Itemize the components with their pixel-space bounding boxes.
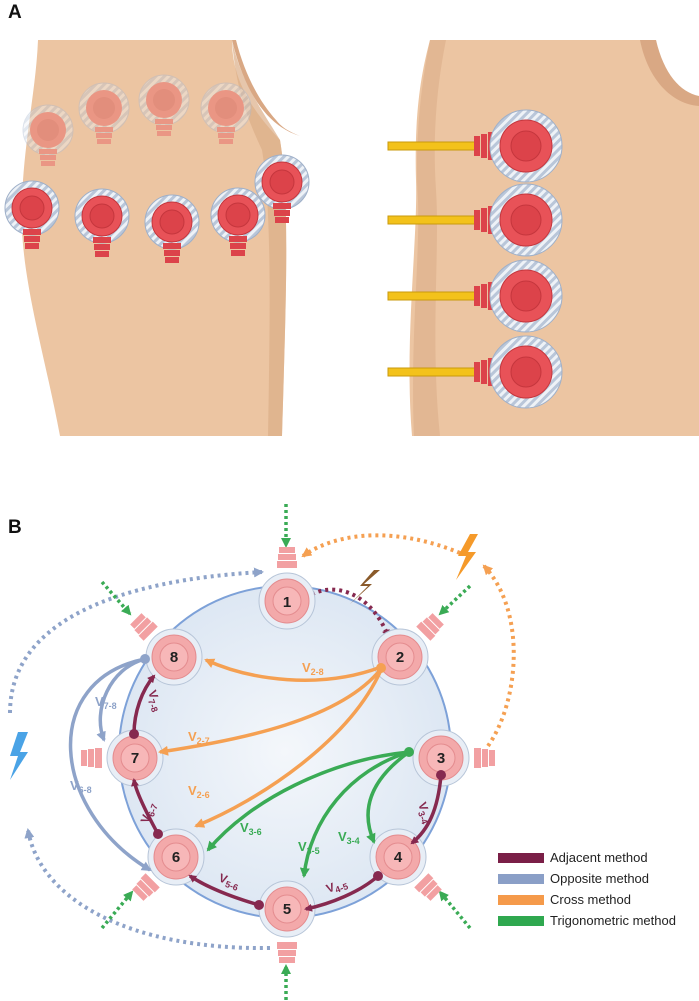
lightning-icon-opposite xyxy=(10,732,28,780)
legend-swatch-opposite xyxy=(498,873,544,884)
electrode-8-label: 8 xyxy=(170,649,178,666)
trig-origin-dot xyxy=(404,747,414,757)
lightning-icon-cross xyxy=(456,534,478,580)
panel-b: 1 2 3 4 5 6 7 8 V2-8 V2-7 V2-6 V7-8 V6-8… xyxy=(8,504,516,1000)
label-v26: V2-6 xyxy=(188,783,210,800)
electrode-5 xyxy=(258,880,316,963)
leg-left-shade xyxy=(232,40,287,436)
electrode-5-label: 5 xyxy=(283,901,291,918)
panel-a-label: A xyxy=(8,2,22,23)
label-v68: V6-8 xyxy=(70,778,92,795)
faded-electrode-row xyxy=(22,74,252,166)
label-v67: V6-7 xyxy=(138,800,160,825)
buttock-right xyxy=(640,40,699,106)
legend-item-opposite: Opposite method xyxy=(498,868,676,889)
panel-b-label: B xyxy=(8,517,22,538)
label-v56: V5-6 xyxy=(216,871,241,893)
opposite-origin-dot xyxy=(140,654,150,664)
adjacent-origin-dots xyxy=(129,729,446,910)
panel-a xyxy=(4,40,699,436)
label-v78-adjacent: V7-8 xyxy=(143,688,165,713)
cross-vectors xyxy=(158,658,383,828)
cross-outer-arcs xyxy=(301,533,516,748)
vector-labels: V2-8 V2-7 V2-6 V7-8 V6-8 V3-6 V3-5 V3-4 xyxy=(70,660,360,856)
trig-input-arrows xyxy=(100,504,472,1000)
legend: Adjacent method Opposite method Cross me… xyxy=(498,847,676,931)
legend-swatch-adjacent xyxy=(498,852,544,863)
electrode-2-label: 2 xyxy=(396,649,404,666)
electrode-7 xyxy=(81,729,164,787)
electrode-1-label: 1 xyxy=(283,594,291,611)
label-v28: V2-8 xyxy=(302,660,324,677)
legend-swatch-trig xyxy=(498,915,544,926)
legend-swatch-cross xyxy=(498,894,544,905)
legend-label-trig: Trigonometric method xyxy=(550,913,676,928)
electrode-1 xyxy=(258,547,316,630)
electrode-3-label: 3 xyxy=(437,750,445,767)
electrode-8 xyxy=(130,613,203,686)
opposite-vectors xyxy=(68,657,152,872)
label-v27: V2-7 xyxy=(188,729,210,746)
label-v34-trig: V3-4 xyxy=(338,829,360,846)
legend-label-cross: Cross method xyxy=(550,892,631,907)
legend-label-opposite: Opposite method xyxy=(550,871,650,886)
electrode-row-left xyxy=(4,154,310,263)
lightning-icon-adjacent xyxy=(350,570,380,604)
electrode-2 xyxy=(371,613,444,686)
legend-item-trig: Trigonometric method xyxy=(498,910,676,931)
leg-right-shade xyxy=(413,40,446,436)
adjacent-vectors xyxy=(131,674,443,912)
opposite-outer-arcs xyxy=(8,567,271,951)
trig-vectors xyxy=(206,750,411,878)
label-v78-opposite: V7-8 xyxy=(95,694,117,711)
electrode-6-label: 6 xyxy=(172,849,180,866)
label-v35: V3-5 xyxy=(298,839,320,856)
label-v36: V3-6 xyxy=(240,820,262,837)
legend-item-cross: Cross method xyxy=(498,889,676,910)
legend-label-adjacent: Adjacent method xyxy=(550,850,648,865)
legend-item-adjacent: Adjacent method xyxy=(498,847,676,868)
side-electrodes xyxy=(387,109,563,409)
electrode-3 xyxy=(412,729,495,787)
electrode-4-label: 4 xyxy=(394,849,403,866)
electrode-7-label: 7 xyxy=(131,750,139,767)
electrode-6 xyxy=(132,828,205,901)
electrode-numbers: 1 2 3 4 5 6 7 8 xyxy=(131,594,445,918)
cross-origin-dot xyxy=(376,663,386,673)
